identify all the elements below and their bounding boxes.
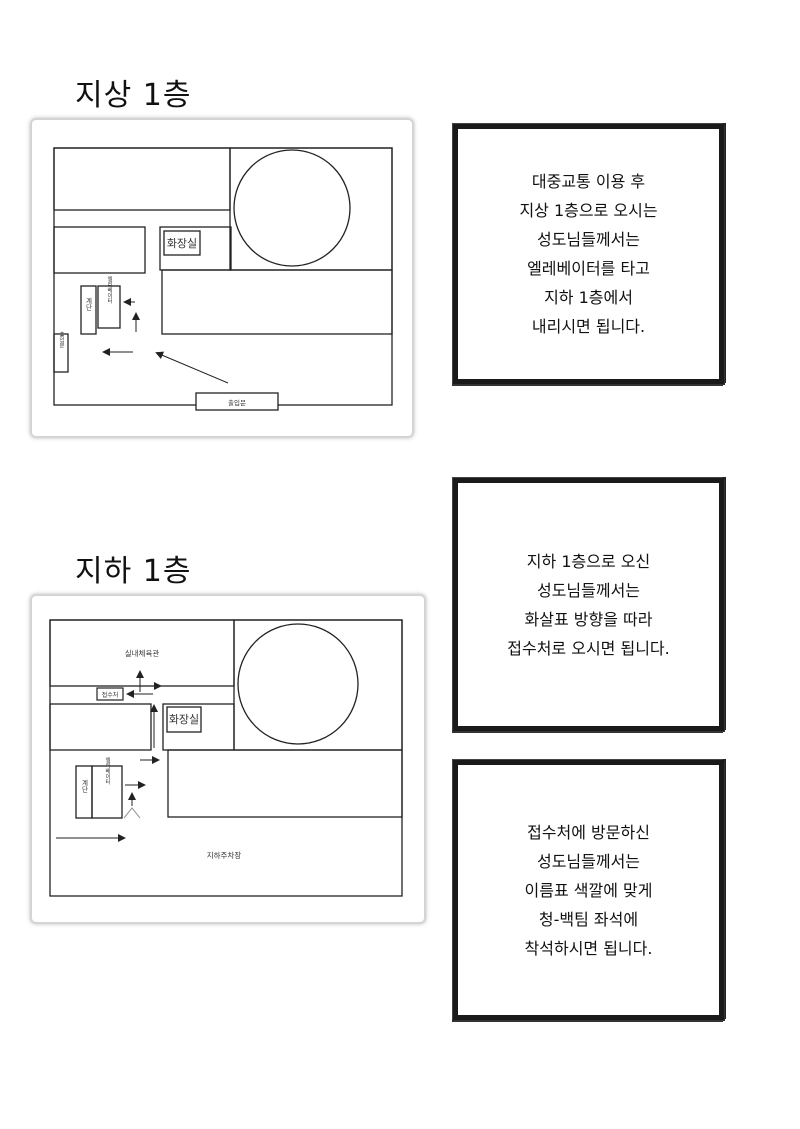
restroom-label: 화장실 bbox=[167, 237, 197, 250]
note-line: 지하 1층으로 오신 bbox=[526, 551, 651, 571]
reception-note: 접수처에 방문하신 성도님들께서는 이름표 색깔에 맞게 청-백팀 좌석에 착석… bbox=[453, 760, 724, 1020]
room-right-large bbox=[167, 749, 403, 818]
building-outline bbox=[53, 147, 393, 406]
basement1-title: 지하 1층 bbox=[75, 554, 192, 589]
note-line: 접수처로 오시면 됩니다. bbox=[507, 638, 670, 658]
elevator-label: 엘리베이터 bbox=[106, 275, 113, 305]
entrance-label: 출입문 bbox=[228, 398, 246, 407]
round-hall bbox=[237, 623, 359, 745]
note-line: 지상 1층으로 오시는 bbox=[519, 201, 658, 220]
stairs-room bbox=[80, 285, 97, 335]
reception-note-text: 접수처에 방문하신 성도님들께서는 이름표 색깔에 맞게 청-백팀 좌석에 착석… bbox=[525, 818, 653, 963]
note-line: 내리시면 됩니다. bbox=[531, 317, 646, 336]
reception-label: 접수처 bbox=[102, 691, 119, 699]
restroom-room bbox=[166, 706, 202, 733]
note-line: 착석하시면 됩니다. bbox=[524, 938, 653, 958]
stairs-label: 계단 bbox=[80, 778, 88, 793]
restroom-area bbox=[162, 703, 235, 751]
note-line: 지하 1층에서 bbox=[544, 288, 633, 307]
note-line: 엘레베이터를 타고 bbox=[527, 259, 650, 278]
basement1-map: 실내체육관 접수처 화장실 계단 엘리베이터 지하주차장 bbox=[30, 594, 426, 924]
gym-label: 실내체육관 bbox=[125, 648, 160, 658]
room-left-middle bbox=[53, 226, 146, 274]
exit-door bbox=[53, 333, 69, 373]
room-top-left bbox=[53, 147, 231, 211]
floor1-note-text: 대중교통 이용 후 지상 1층으로 오시는 성도님들께서는 엘레베이터를 타고 … bbox=[519, 167, 657, 341]
note-line: 성도님들께서는 bbox=[536, 851, 641, 871]
basement1-note-text: 지하 1층으로 오신 성도님들께서는 화살표 방향을 따라 접수처로 오시면 됩… bbox=[507, 547, 669, 663]
note-line: 성도님들께서는 bbox=[536, 230, 641, 249]
note-line: 이름표 색깔에 맞게 bbox=[524, 880, 653, 900]
room-right-large bbox=[161, 269, 393, 335]
floor1-title: 지상 1층 bbox=[75, 78, 192, 113]
restroom-label: 화장실 bbox=[169, 713, 199, 726]
note-line: 화살표 방향을 따라 bbox=[524, 609, 653, 629]
note-line: 성도님들께서는 bbox=[536, 580, 641, 600]
parking-label: 지하주차장 bbox=[207, 850, 242, 860]
arrow-from-entrance bbox=[155, 351, 229, 384]
restroom-room bbox=[163, 230, 201, 256]
reception-room bbox=[96, 687, 124, 701]
note-line: 대중교통 이용 후 bbox=[531, 172, 646, 191]
note-line: 청-백팀 좌석에 bbox=[538, 909, 639, 929]
elevator-room bbox=[91, 765, 123, 819]
basement1-note: 지하 1층으로 오신 성도님들께서는 화살표 방향을 따라 접수처로 오시면 됩… bbox=[453, 478, 724, 731]
room-left-middle bbox=[49, 703, 152, 751]
door-symbol bbox=[123, 807, 141, 819]
exit-label: 출입문 bbox=[58, 331, 65, 349]
stairs-label: 계단 bbox=[84, 296, 92, 311]
elevator-label: 엘리베이터 bbox=[104, 756, 111, 786]
floor1-note: 대중교통 이용 후 지상 1층으로 오시는 성도님들께서는 엘레베이터를 타고 … bbox=[453, 124, 724, 384]
elevator-room bbox=[97, 285, 121, 329]
entrance-door bbox=[195, 392, 279, 411]
note-line: 접수처에 방문하신 bbox=[527, 822, 650, 842]
floor1-map: 화장실 계단 엘리베이터 출입문 출입문 bbox=[30, 118, 414, 438]
round-hall bbox=[233, 149, 351, 267]
